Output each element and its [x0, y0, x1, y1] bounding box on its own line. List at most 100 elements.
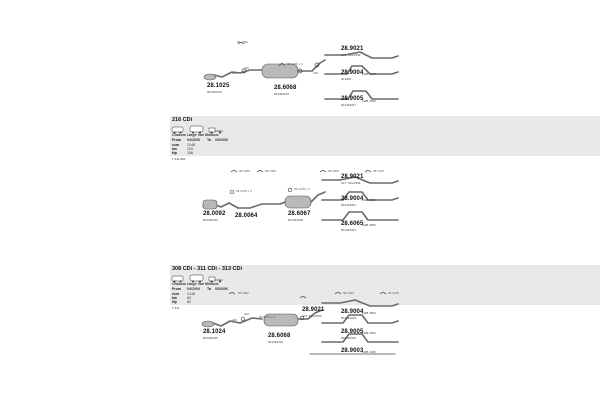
spec-label: ccm	[172, 143, 180, 147]
spec-label: Hp	[172, 151, 177, 155]
part-number: 28.6067	[288, 211, 311, 217]
spec-label: kw	[172, 147, 177, 151]
part-number: 28.6065	[341, 221, 364, 227]
from-value: 04/2000	[187, 287, 200, 291]
exhaust-drawing-2	[202, 170, 399, 221]
part-number: 28.9003	[341, 348, 364, 354]
exhaust-drawing-1	[203, 42, 399, 100]
part-length-label: LWB 4025	[362, 350, 376, 354]
from-value: 04/2000	[187, 138, 200, 142]
exhaust-diagram-1: 28.9021 ALT. TAILPIPE 28.9004 LWB 3550 9…	[0, 0, 600, 116]
part-length-label: LWB 3550	[362, 198, 376, 202]
engine-code: T 611	[172, 306, 180, 310]
from-label: From	[172, 138, 181, 142]
vehicle-spec-308cdi: 308 CDi - 311 CDi - 313 CDi Chassis Larg…	[0, 265, 600, 305]
fitting-code: a60	[244, 312, 250, 316]
spec-value: 82	[187, 300, 191, 304]
spec-label: ccm	[172, 292, 180, 296]
fitting-code: 98 1062	[238, 291, 249, 295]
vehicle-spec-216cdi: 216 CDi Chassis Large Van Minibus From 0…	[0, 116, 600, 156]
van-icon	[171, 126, 184, 134]
part-ref: 901455316	[207, 90, 223, 94]
fitting-code: 98 1069	[265, 169, 276, 173]
part-number: 28.9004	[341, 309, 364, 315]
part-ref: 901462219	[274, 92, 290, 96]
part-number: 28.9004	[341, 70, 364, 76]
part-ref: 901405	[341, 77, 352, 81]
part-length-label: LWB 3550	[362, 72, 376, 76]
model-title: 308 CDi - 311 CDi - 313 CDi	[172, 266, 243, 272]
minibus-icon	[189, 125, 204, 134]
part-number: 28.6068	[274, 85, 297, 91]
part-number: 28.1024	[203, 329, 226, 335]
spec-label: kw	[172, 296, 177, 300]
part-number: 28.6068	[268, 333, 291, 339]
exhaust-drawing-3	[201, 292, 399, 355]
fitting-code: 99 1279 x 3	[294, 187, 310, 191]
part-number: 28.9021	[341, 46, 364, 52]
part-ref: ALT. TAILPIPE	[341, 53, 361, 57]
part-length-label: LWB 3665	[362, 331, 376, 335]
part-ref: 901493322	[341, 336, 357, 340]
minibus-icon	[189, 274, 204, 283]
part-number: 28.9005	[341, 96, 364, 102]
part-number: 28.9004	[341, 196, 364, 202]
exhaust-diagram-2: 98 1069 98 1069 98 1069 99 1278 99 1279 …	[0, 160, 600, 265]
exhaust-diagram-3: 98 1062 98 1063 99 1279 99 1279 x 3 a60 …	[0, 288, 600, 400]
part-ref: 901493319	[268, 340, 284, 344]
spec-value: 156	[187, 151, 193, 155]
spec-value: 2148	[187, 143, 195, 147]
part-length-label: LWB 3550	[362, 311, 376, 315]
part-number: 28.0064	[235, 213, 258, 219]
fitting-code: 99 1279 x 3	[259, 315, 275, 319]
engine-code: T 611.962	[172, 157, 186, 161]
part-number: 28.0092	[203, 211, 226, 217]
to-label: To	[207, 287, 212, 291]
part-number: 28.9021	[302, 307, 325, 313]
to-label: To	[207, 138, 212, 142]
fitting-code: 99 1279 x 3	[236, 189, 252, 193]
section-band-216cdi	[170, 116, 600, 156]
fitting-code: 98 1069	[239, 169, 250, 173]
part-length-label: LWB 3665	[362, 223, 376, 227]
part-number: 28.9005	[341, 329, 364, 335]
spec-value: 115	[187, 147, 193, 151]
fitting-code: 98 1069	[328, 169, 339, 173]
fitting-code: a60	[313, 71, 319, 75]
spec-label: Hp	[172, 300, 177, 304]
part-ref: 901493319	[341, 316, 357, 320]
fitting-code: a60	[244, 66, 250, 70]
fitting-code: 99 1279	[388, 291, 399, 295]
vehicle-icons	[171, 274, 223, 283]
part-ref: 901423361	[341, 203, 357, 207]
van-icon	[171, 275, 184, 283]
from-label: From	[172, 287, 181, 291]
fitting-code: a60	[232, 318, 238, 322]
fitting-code: a60	[232, 71, 238, 75]
part-number: 28.1025	[207, 83, 230, 89]
part-ref: 901490225	[203, 336, 219, 340]
body-types: Chassis Large Van Minibus	[172, 282, 219, 286]
model-title: 216 CDi	[172, 117, 193, 123]
body-types: Chassis Large Van Minibus	[172, 133, 219, 137]
part-ref: 901493321	[341, 228, 357, 232]
fitting-code: 98 1062	[237, 40, 248, 44]
spec-value: 2148	[187, 292, 195, 296]
section-band-308cdi	[170, 265, 600, 305]
fitting-code: 99 1279 x 3	[287, 62, 303, 66]
to-value: 05/2006	[215, 287, 228, 291]
chassis-icon	[208, 276, 223, 283]
part-number: 28.9021	[341, 174, 364, 180]
part-ref: 901493318	[288, 218, 304, 222]
part-ref: ALT. TAILPIPE	[341, 181, 361, 185]
fitting-code: 98 1063	[343, 291, 354, 295]
chassis-icon	[208, 127, 223, 134]
part-ref: 901493327	[341, 103, 357, 107]
part-ref: ALT. TAILPIPE	[302, 314, 322, 318]
vehicle-icons	[171, 125, 223, 134]
fitting-code: 99 1278	[373, 169, 384, 173]
part-ref: 901490225	[203, 218, 219, 222]
to-value: 05/2006	[215, 138, 228, 142]
part-length-label: LWB 3665	[362, 99, 376, 103]
spec-value: 60	[187, 296, 191, 300]
